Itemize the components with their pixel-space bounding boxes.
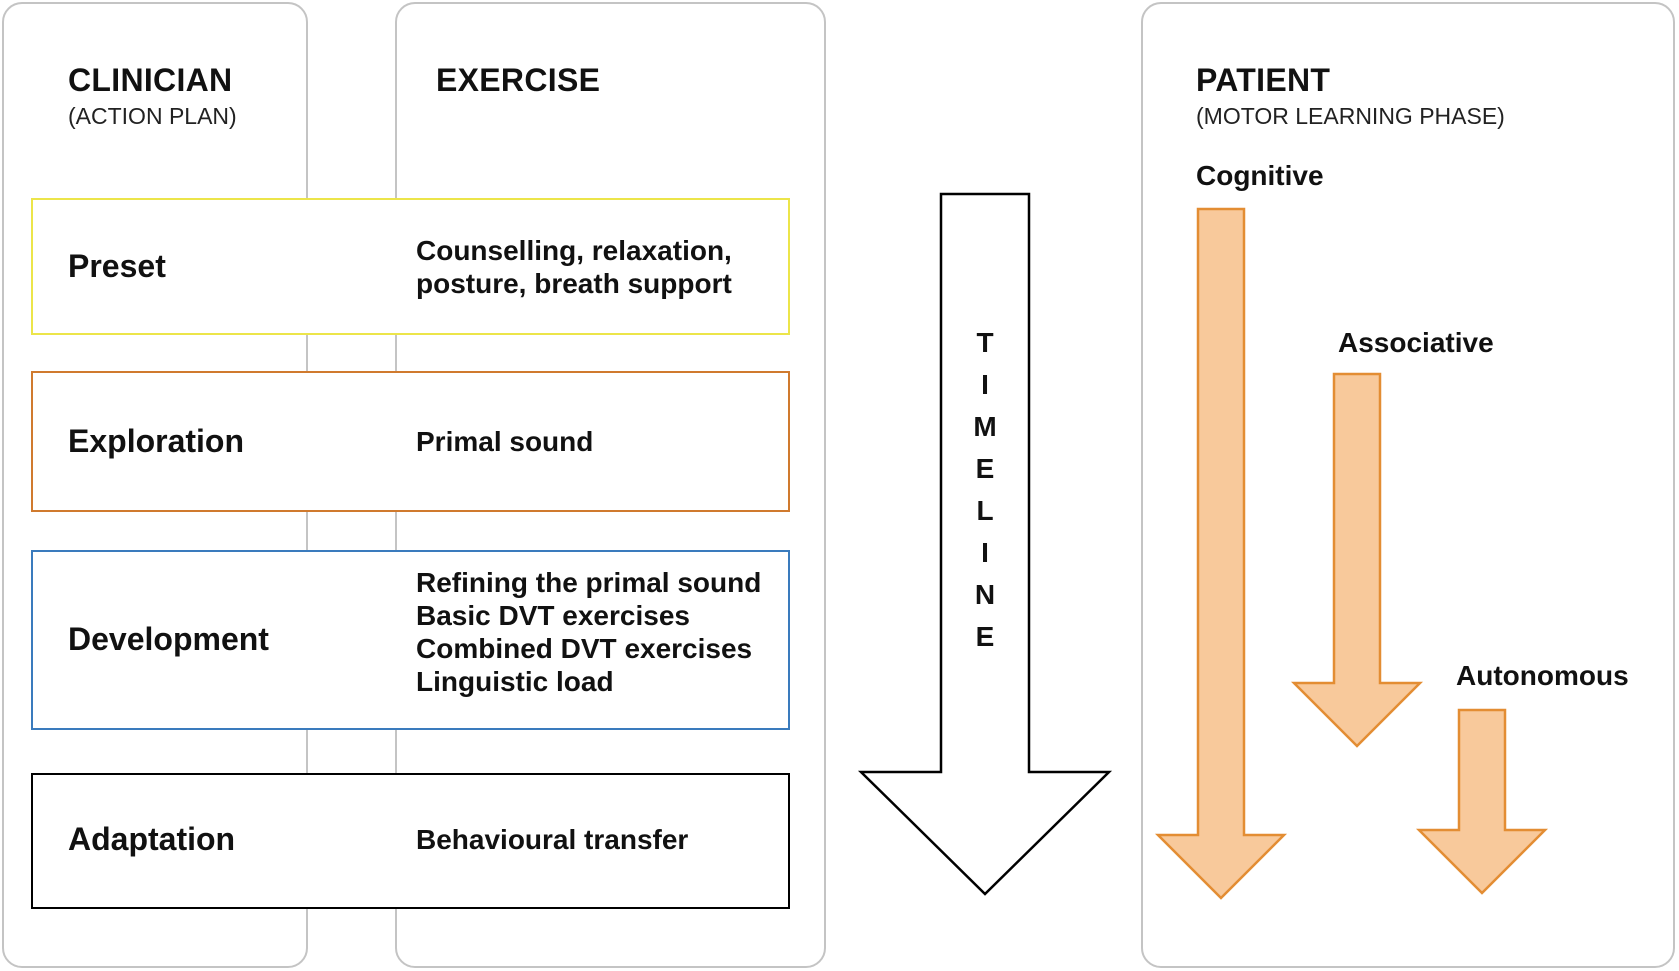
timeline-letter: N — [974, 579, 996, 610]
cognitive-arrow-icon — [1154, 207, 1288, 900]
phase-box-adaptation: Adaptation Behavioural transfer — [31, 773, 790, 909]
patient-title: PATIENT — [1196, 62, 1331, 98]
exercise-line: posture, breath support — [416, 268, 732, 299]
exercise-line: Linguistic load — [416, 666, 614, 697]
phase-box-exploration: Exploration Primal sound — [31, 371, 790, 512]
exercise-title: EXERCISE — [436, 62, 601, 98]
timeline-letter: I — [981, 537, 989, 568]
phase-name: Exploration — [68, 423, 245, 459]
phase-exercises: Counselling, relaxation, posture, breath… — [416, 234, 732, 300]
exercise-line: Behavioural transfer — [416, 824, 689, 855]
phase-name: Development — [68, 621, 269, 657]
timeline-arrow — [857, 192, 1113, 896]
phase-exercises: Refining the primal sound Basic DVT exer… — [416, 566, 761, 698]
stage-label-autonomous: Autonomous — [1456, 660, 1629, 691]
patient-subtitle: (MOTOR LEARNING PHASE) — [1196, 103, 1505, 129]
associative-arrow-icon — [1290, 372, 1424, 748]
phase-name: Adaptation — [68, 821, 236, 857]
autonomous-arrow-icon — [1415, 708, 1549, 895]
phase-exercises: Behavioural transfer — [416, 823, 688, 856]
timeline-arrow-shape — [857, 192, 1113, 896]
exercise-line: Counselling, relaxation, — [416, 235, 732, 266]
stage-label-associative: Associative — [1338, 327, 1494, 358]
exercise-line: Primal sound — [416, 426, 594, 457]
timeline-letter: I — [981, 369, 989, 400]
phase-box-development: Development Refining the primal sound Ba… — [31, 550, 790, 730]
clinician-title: CLINICIAN — [68, 62, 233, 98]
timeline-letter: E — [975, 621, 995, 652]
exercise-line: Combined DVT exercises — [416, 633, 753, 664]
timeline-letter: M — [973, 411, 997, 442]
phase-box-preset: Preset Counselling, relaxation, posture,… — [31, 198, 790, 335]
timeline-letter: T — [976, 327, 994, 358]
exercise-line: Basic DVT exercises — [416, 600, 690, 631]
timeline-letter: E — [975, 453, 995, 484]
phase-exercises: Primal sound — [416, 425, 593, 458]
phase-name: Preset — [68, 248, 166, 284]
clinician-subtitle: (ACTION PLAN) — [68, 103, 237, 129]
stage-label-cognitive: Cognitive — [1196, 160, 1324, 191]
exercise-line: Refining the primal sound — [416, 567, 762, 598]
timeline-letter: L — [976, 495, 994, 526]
